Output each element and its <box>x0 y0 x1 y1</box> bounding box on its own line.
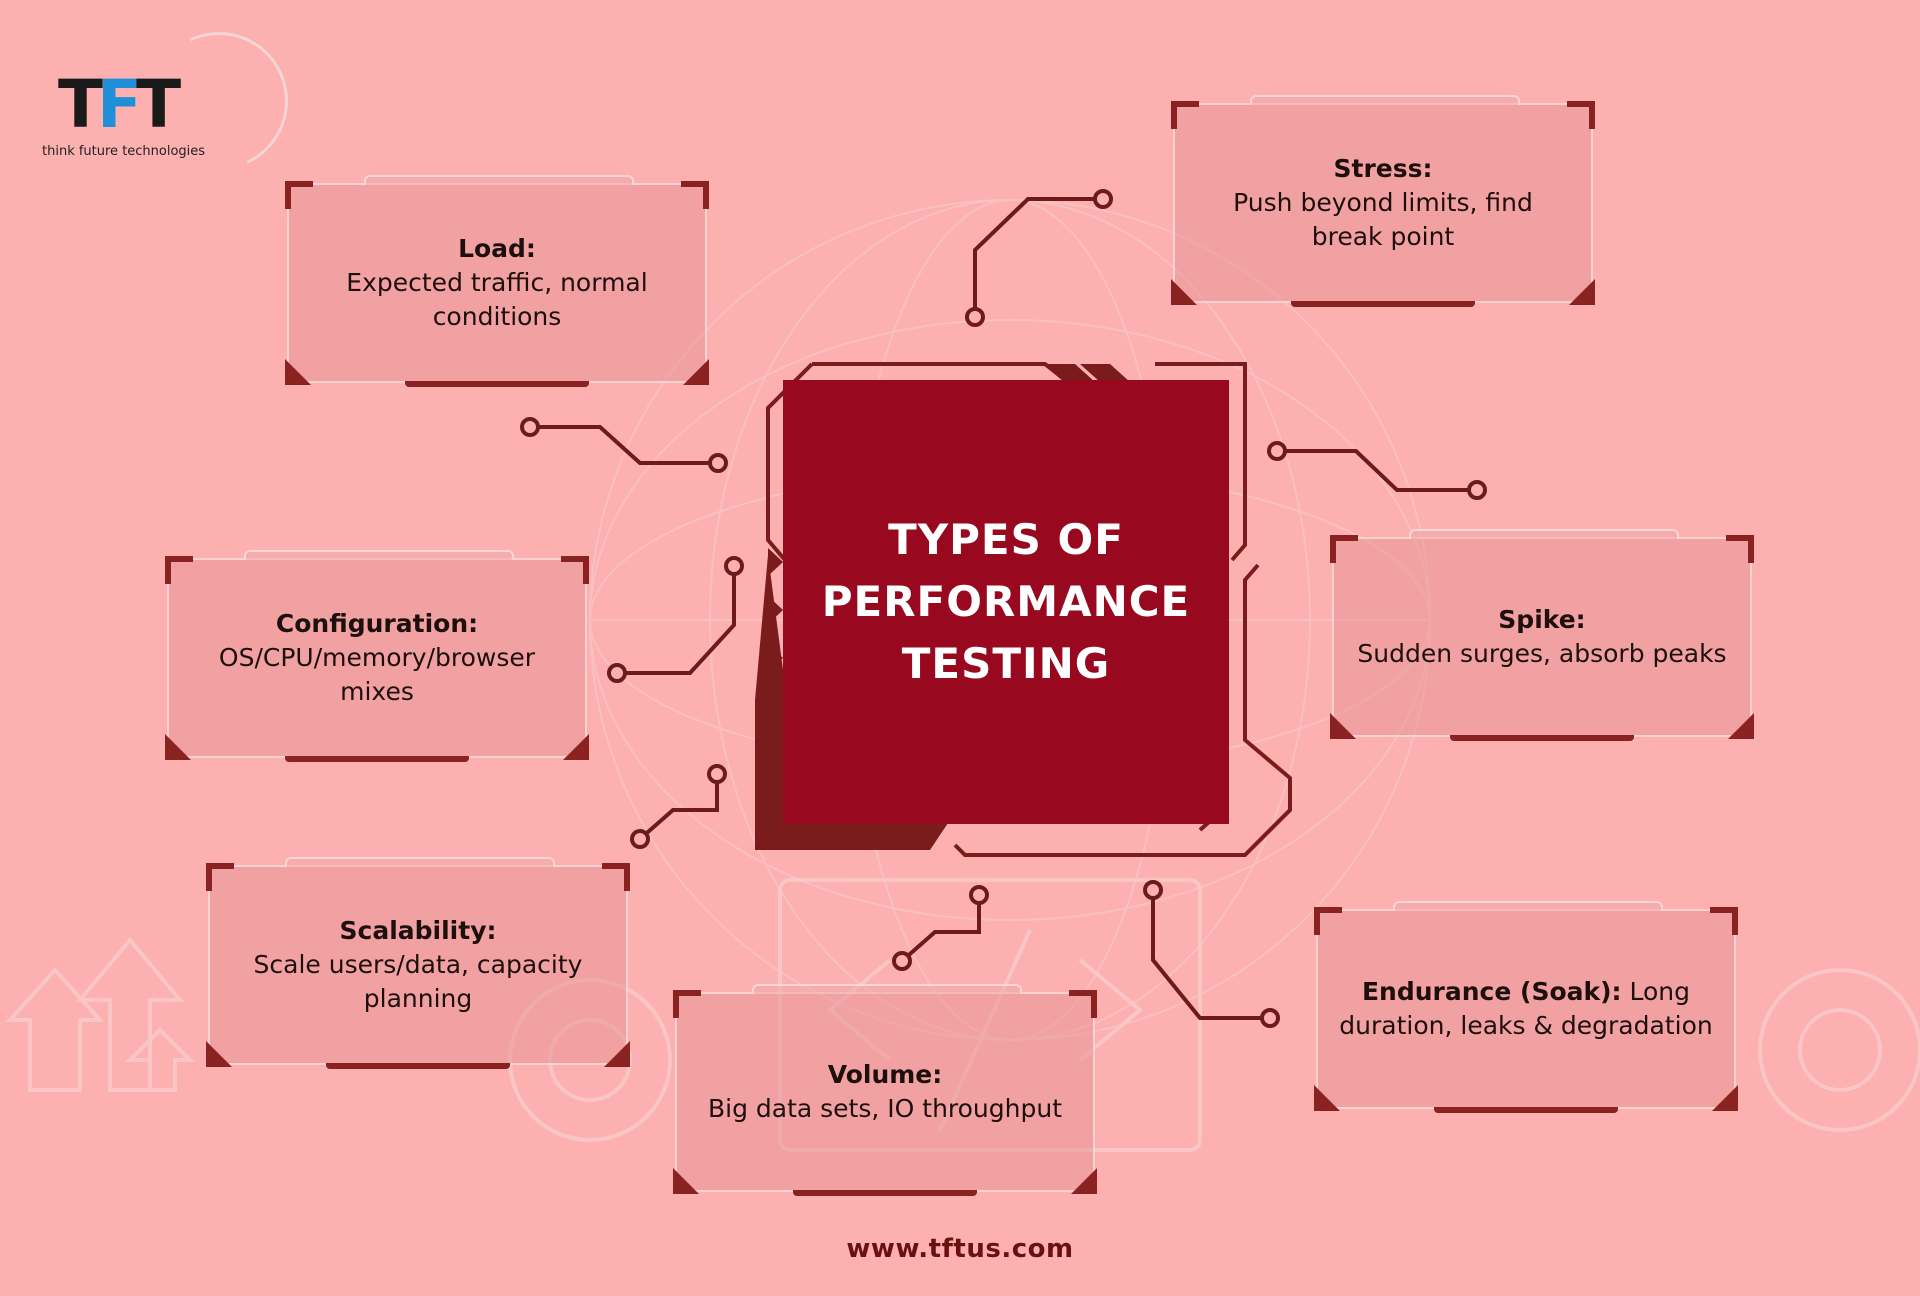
card-spike-title: Spike: <box>1498 605 1586 634</box>
card-endurance: Endurance (Soak): Long duration, leaks &… <box>1314 901 1738 1113</box>
card-stress-title: Stress: <box>1333 154 1433 183</box>
card-volume-desc: Big data sets, IO throughput <box>707 1094 1063 1123</box>
card-spike: Spike: Sudden surges, absorb peaks <box>1330 529 1754 741</box>
website-link[interactable]: www.tftus.com <box>846 1234 1074 1264</box>
company-logo: TFT think future technologies <box>40 12 308 190</box>
card-configuration: Configuration: OS/CPU/memory/browser mix… <box>165 550 589 762</box>
card-endurance-title: Endurance (Soak): <box>1361 977 1622 1006</box>
card-volume-title: Volume: <box>827 1060 943 1089</box>
card-stress-desc: Push beyond limits, find break point <box>1233 188 1533 251</box>
card-load-title: Load: <box>458 234 536 263</box>
card-endurance-desc: Long duration, leaks & degradation <box>1339 977 1713 1040</box>
logo-tagline: think future technologies <box>42 144 206 159</box>
logo-mark: TFT <box>58 66 181 143</box>
card-scalability: Scalability: Scale users/data, capacity … <box>206 857 630 1069</box>
card-spike-desc: Sudden surges, absorb peaks <box>1357 639 1727 668</box>
card-load: Load: Expected traffic, normal condition… <box>285 175 709 387</box>
card-stress: Stress: Push beyond limits, find break p… <box>1171 95 1595 307</box>
center-title-line-2: PERFORMANCE <box>821 577 1191 626</box>
connectors <box>530 197 1477 1020</box>
card-scalability-title: Scalability: <box>339 916 497 945</box>
card-configuration-title: Configuration: <box>275 609 479 638</box>
center-title: TYPES OF PERFORMANCE TESTING <box>783 380 1229 824</box>
center-title-line-3: TESTING <box>901 639 1111 688</box>
connector-nodes <box>520 189 1487 1028</box>
card-load-desc: Expected traffic, normal conditions <box>346 268 648 331</box>
card-configuration-desc: OS/CPU/memory/browser mixes <box>218 643 536 706</box>
card-scalability-desc: Scale users/data, capacity planning <box>253 950 583 1013</box>
center-title-line-1: TYPES OF <box>888 515 1124 564</box>
card-volume: Volume: Big data sets, IO throughput <box>673 984 1097 1196</box>
